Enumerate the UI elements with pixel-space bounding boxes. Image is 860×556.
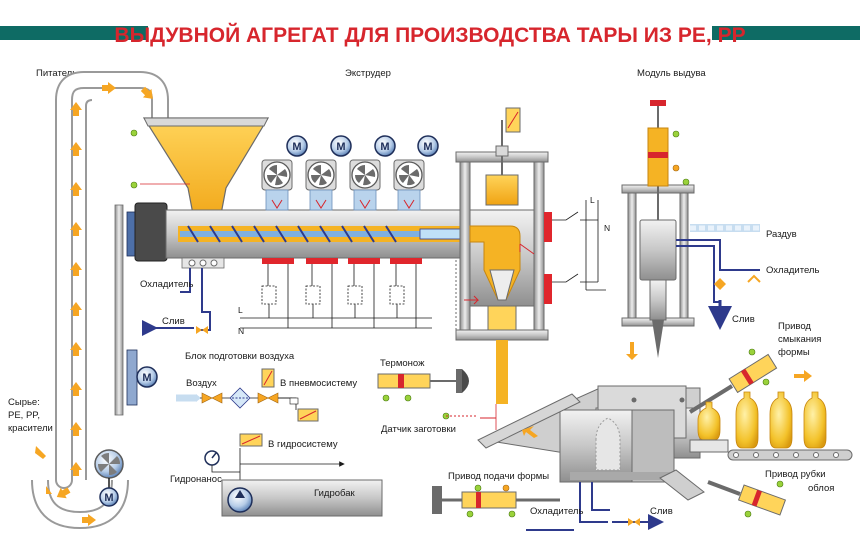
air-prep-block: Блок подготовки воздуха Воздух В пневмос… xyxy=(176,351,357,422)
flash-cut-drive: Привод рубки облоя xyxy=(707,469,834,518)
right-arrow xyxy=(794,370,812,382)
fan-icon xyxy=(393,159,425,191)
bottom-cooling-pipes xyxy=(526,482,664,531)
extruder-drive: M xyxy=(114,202,168,416)
pump-icon xyxy=(227,487,253,513)
heater-bands: L N xyxy=(238,258,432,336)
hydro-pump-label: Гидронанос xyxy=(170,474,222,485)
fan-icon xyxy=(305,159,337,191)
preform-sensor: Датчик заготовки xyxy=(381,404,497,435)
feeder-arrows xyxy=(46,82,153,526)
valve-icon xyxy=(257,392,279,404)
fan-icon xyxy=(261,159,293,191)
raw-material-label-2: PE, PP, xyxy=(8,410,40,421)
drain-valve-icon xyxy=(196,326,208,334)
extruder-label: Экструдер xyxy=(345,68,391,79)
hydro-tank-label: Гидробак xyxy=(314,488,356,499)
motor-icon xyxy=(286,135,308,157)
title-band-left xyxy=(0,26,148,40)
air-prep-label: Блок подготовки воздуха xyxy=(185,351,295,362)
to-pneumo-label: В пневмосистему xyxy=(280,378,357,389)
blowing-label: Раздув xyxy=(766,229,797,240)
valve-icon xyxy=(201,392,223,404)
bottle-icon xyxy=(697,401,721,441)
cooler-left-label: Охладитель xyxy=(140,279,193,290)
drain-right-label: Слив xyxy=(732,314,755,325)
fan-icon xyxy=(349,159,381,191)
motor-icon xyxy=(330,135,352,157)
heater-band-icon xyxy=(348,258,380,264)
blow-module-label: Модуль выдува xyxy=(637,68,706,79)
thermoknife-label: Термонож xyxy=(380,358,425,369)
mold-clamp-drive: Привод смыкания формы xyxy=(688,321,821,414)
bottle-icon xyxy=(735,391,759,449)
line-N-label: N xyxy=(238,326,244,336)
down-arrow xyxy=(626,342,638,360)
mold-feed-label: Привод подачи формы xyxy=(448,471,549,482)
cooler-right-label: Охладитель xyxy=(766,265,819,276)
feeder-conveyor: M Сырье: PE, PP, красители xyxy=(8,71,169,530)
bottle-icon xyxy=(803,391,827,449)
bottle-conveyor xyxy=(689,391,853,461)
extrusion-head xyxy=(455,107,552,404)
raw-input-arrow xyxy=(35,446,46,459)
feed-arrow xyxy=(522,426,538,438)
heater-band-icon xyxy=(262,258,294,264)
heater-band-icon xyxy=(390,258,422,264)
drain-left-label: Слив xyxy=(162,316,185,327)
head-N-label: N xyxy=(604,223,610,233)
feeder-motor-icon: M xyxy=(99,487,119,507)
motor-icon xyxy=(417,135,439,157)
feeder-label: Питатель xyxy=(36,68,77,79)
parison xyxy=(496,340,508,404)
mold-close-label-1: Привод xyxy=(778,321,811,332)
mold-close-label-3: формы xyxy=(778,347,810,358)
flash-cut-label-2: облоя xyxy=(808,483,834,494)
svg-text:M: M xyxy=(292,141,301,153)
raw-material-label-1: Сырье: xyxy=(8,397,40,408)
line-L-label: L xyxy=(238,305,243,315)
barrel-fans: M M M M xyxy=(261,135,439,211)
preform-sensor-label: Датчик заготовки xyxy=(381,424,456,435)
motor-icon xyxy=(374,135,396,157)
flash-cut-label-1: Привод рубки xyxy=(765,469,826,480)
svg-text:M: M xyxy=(423,141,432,153)
raw-material-label-3: красители xyxy=(8,423,53,434)
cooler-bottom-label: Охладитель xyxy=(530,506,583,517)
svg-text:M: M xyxy=(380,141,389,153)
hydraulics: В гидросистему Гидронанос Гидробак xyxy=(170,433,383,517)
page-title: ВЫДУВНОЙ АГРЕГАТ ДЛЯ ПРОИЗВОДСТВА ТАРЫ И… xyxy=(114,23,745,47)
head-switches xyxy=(552,200,606,291)
heater-band-icon xyxy=(306,258,338,264)
svg-text:M: M xyxy=(336,141,345,153)
to-hydro-label: В гидросистему xyxy=(268,439,338,450)
blow-module xyxy=(621,100,761,358)
thermoknife: Термонож xyxy=(377,358,469,402)
title-band-right xyxy=(712,26,860,40)
drain-bottom-label: Слив xyxy=(650,506,673,517)
gearbox xyxy=(134,202,168,262)
mold-unit xyxy=(477,385,705,501)
feeder-fan-icon xyxy=(94,449,124,479)
bottle-icon xyxy=(769,391,793,449)
head-L-label: L xyxy=(590,195,595,205)
drain-valve-icon xyxy=(628,518,640,526)
mold-feed-drive: Привод подачи формы xyxy=(432,471,560,518)
svg-text:M: M xyxy=(104,492,113,504)
svg-text:M: M xyxy=(142,372,151,384)
drive-motor-icon xyxy=(136,366,158,388)
air-label: Воздух xyxy=(186,378,217,389)
mold-close-label-2: смыкания xyxy=(778,334,821,345)
